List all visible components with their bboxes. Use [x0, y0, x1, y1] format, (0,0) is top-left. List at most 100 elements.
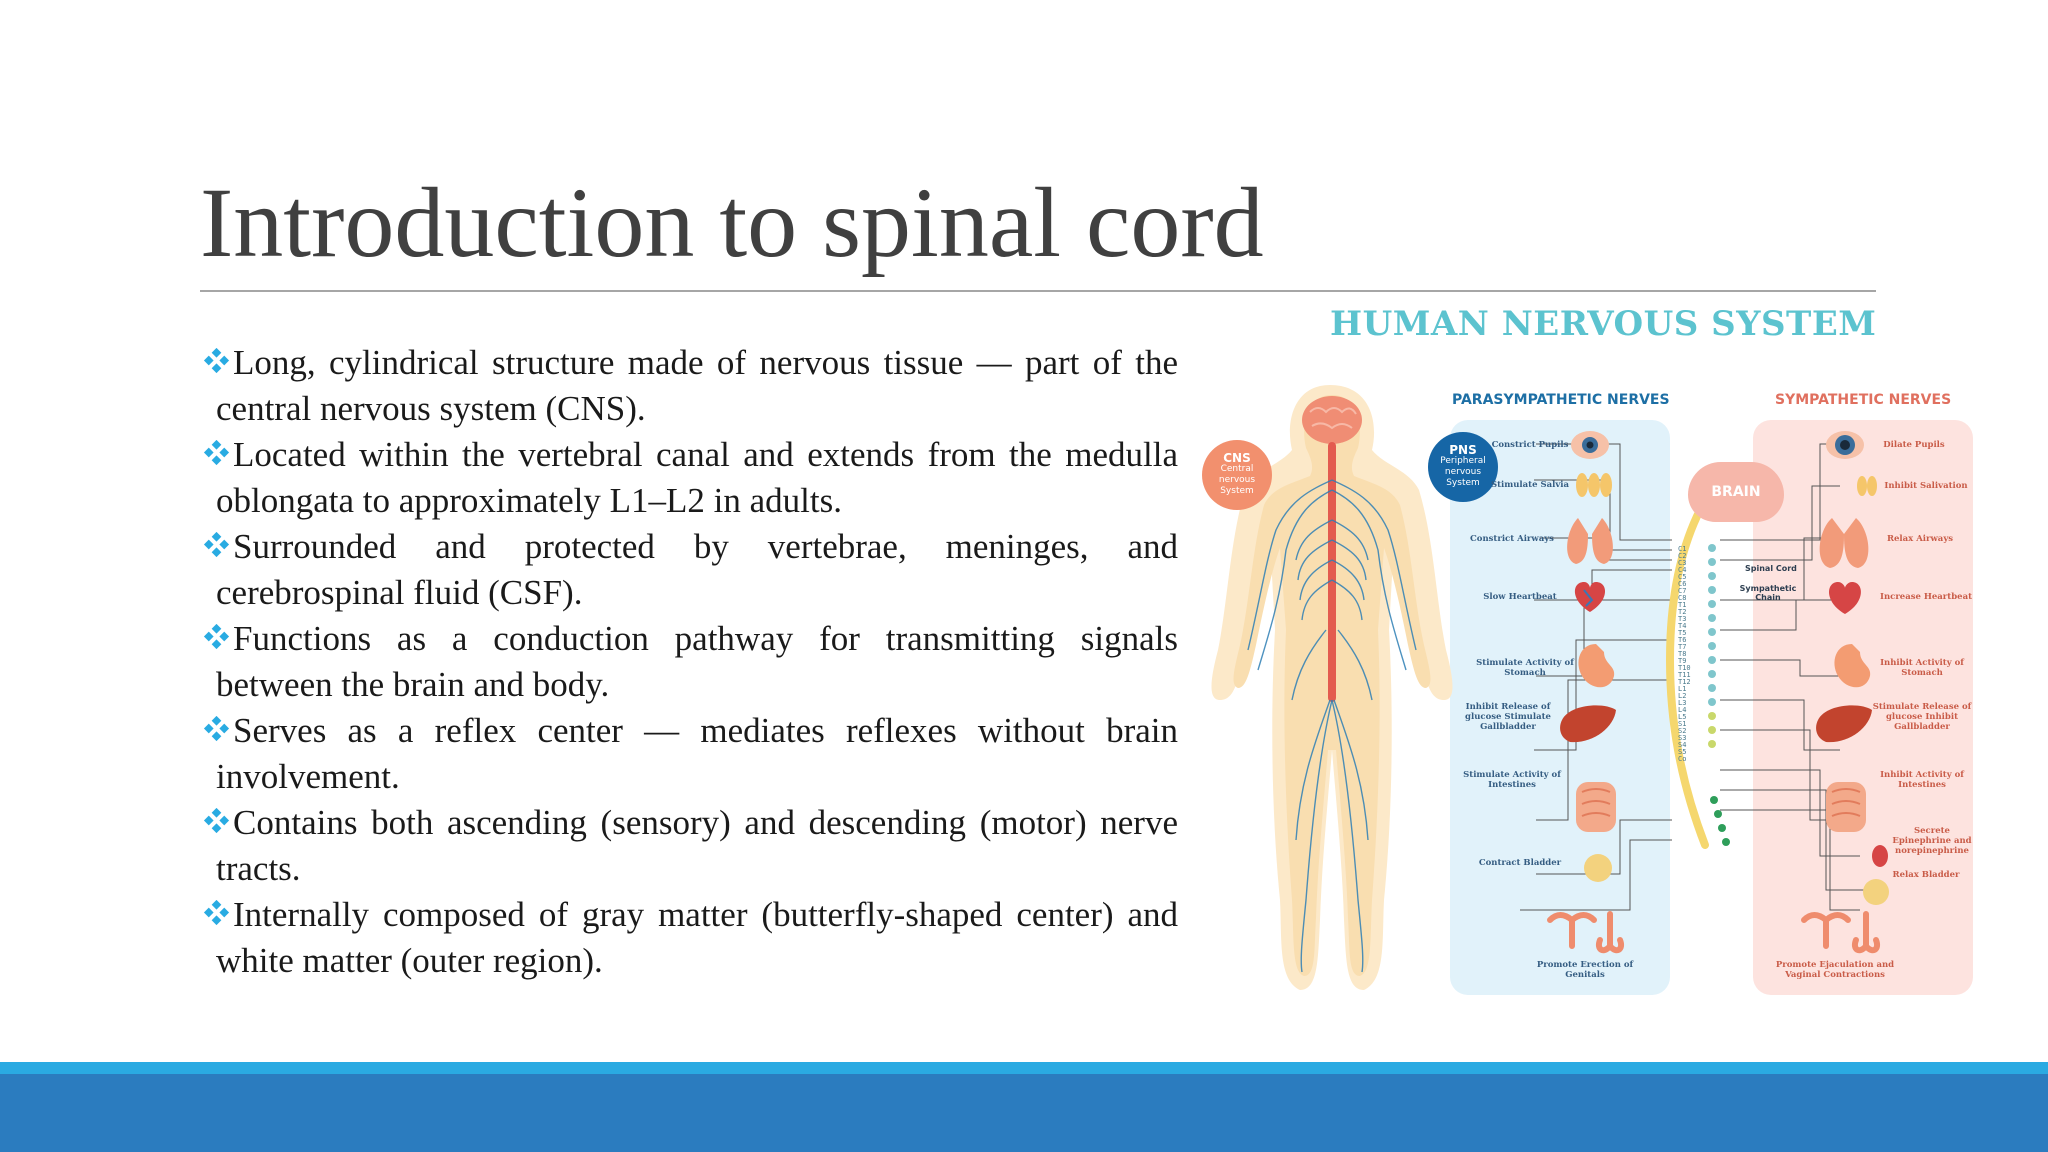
stomach-icon	[1578, 644, 1615, 688]
organ-label: Relax Airways	[1886, 534, 1954, 544]
vertebra-label: S1	[1678, 720, 1687, 728]
pns-line: Peripheral	[1440, 456, 1486, 466]
vertebra-label: C7	[1678, 587, 1687, 595]
organ-label: Contract Bladder	[1478, 858, 1562, 868]
vertebra-label: S5	[1678, 748, 1687, 756]
organ-label: Inhibit Activity of Intestines	[1880, 770, 1964, 790]
vertebra-label: C6	[1678, 580, 1687, 588]
organ-label: Inhibit Activity of Stomach	[1880, 658, 1964, 678]
vertebra-label: T12	[1678, 678, 1691, 686]
vertebra-label: L2	[1678, 692, 1687, 700]
bullet-list: Long, cylindrical structure made of nerv…	[202, 340, 1178, 984]
intestines-icon	[1826, 782, 1866, 832]
organ-label: Stimulate Release of glucose Inhibit Gal…	[1872, 702, 1972, 732]
female-reproductive-icon	[1547, 912, 1597, 949]
spinal-cord-shape	[1328, 442, 1336, 702]
heart-icon	[1829, 582, 1861, 614]
lungs-icon	[1567, 518, 1613, 564]
pns-abbr: PNS	[1449, 443, 1477, 457]
infographic-title: HUMAN NERVOUS SYSTEM	[1330, 304, 1877, 344]
cns-line: Central	[1220, 464, 1254, 474]
vertebra-label: C1	[1678, 545, 1687, 553]
central-spinal-cord	[1665, 506, 1709, 849]
spinal-cord-label: Spinal Cord	[1745, 564, 1797, 573]
sympathetic-heading: SYMPATHETIC NERVES	[1775, 392, 1952, 408]
sympathetic-chain	[1708, 544, 1730, 846]
vertebra-label: C2	[1678, 552, 1687, 560]
organ-label: Slow Heartbeat	[1483, 592, 1557, 602]
nervous-system-infographic: HUMAN NERVOUS SYSTEM PARASYMPATHETIC NER…	[1200, 300, 1980, 1000]
vertebra-label: C3	[1678, 559, 1687, 567]
organ-label: Secrete Epinephrine and norepinephrine	[1892, 826, 1972, 856]
pns-line: nervous	[1444, 467, 1482, 477]
four-diamond-icon	[203, 623, 230, 650]
footer-band-light	[0, 1062, 2048, 1074]
bullet-item: Located within the vertebral canal and e…	[202, 432, 1178, 524]
vertebra-label: T6	[1678, 636, 1687, 644]
brain-shape	[1302, 396, 1362, 444]
organ-label: Dilate Pupils	[1883, 440, 1945, 450]
vertebra-label: L3	[1678, 699, 1687, 707]
nerve-network	[1247, 479, 1417, 973]
bullet-text: Surrounded and protected by vertebrae, m…	[216, 527, 1178, 612]
organ-label: Inhibit Release of glucose Stimulate Gal…	[1465, 702, 1551, 732]
vertebra-label: L5	[1678, 713, 1687, 721]
vertebra-label: L4	[1678, 706, 1687, 714]
liver-icon	[1816, 705, 1872, 743]
bullet-text: Contains both ascending (sensory) and de…	[216, 803, 1178, 888]
vertebra-label: T5	[1678, 629, 1687, 637]
vertebra-label: C5	[1678, 573, 1687, 581]
vertebra-label: T10	[1678, 664, 1691, 672]
organ-label: Relax Bladder	[1892, 870, 1960, 880]
vertebra-label: Co	[1678, 755, 1687, 763]
organ-label: Constrict Airways	[1470, 534, 1554, 544]
organ-label: Stimulate Salvia	[1490, 480, 1570, 490]
bladder-icon	[1863, 879, 1889, 905]
cns-line: System	[1220, 486, 1254, 496]
cns-abbr: CNS	[1223, 451, 1251, 465]
bullet-item: Functions as a conduction pathway for tr…	[202, 616, 1178, 708]
four-diamond-icon	[203, 439, 230, 466]
cns-line: nervous	[1218, 475, 1256, 485]
organ-label: Constrict Pupils	[1491, 440, 1569, 450]
four-diamond-icon	[203, 807, 230, 834]
parasympathetic-heading: PARASYMPATHETIC NERVES	[1452, 392, 1670, 408]
vertebra-label: T4	[1678, 622, 1687, 630]
pns-badge: PNS Peripheral nervous System	[1428, 432, 1498, 502]
slide-title: Introduction to spinal cord	[200, 167, 1264, 278]
cns-badge: CNS Central nervous System	[1202, 440, 1272, 510]
brain-badge: BRAIN	[1688, 462, 1784, 522]
stomach-icon	[1834, 644, 1871, 688]
bullet-item: Long, cylindrical structure made of nerv…	[202, 340, 1178, 432]
vertebra-label: C4	[1678, 566, 1687, 574]
salivary-gland-icon	[1857, 476, 1877, 496]
bullet-item: Internally composed of gray matter (butt…	[202, 892, 1178, 984]
heart-icon	[1574, 582, 1606, 612]
four-diamond-icon	[203, 899, 230, 926]
parasympathetic-panel	[1450, 420, 1670, 995]
vertebra-label: T7	[1678, 643, 1687, 651]
anatomy-illustration	[1211, 385, 1889, 990]
lungs-icon	[1819, 518, 1869, 568]
vertebra-label: T9	[1678, 657, 1687, 665]
bullet-item: Surrounded and protected by vertebrae, m…	[202, 524, 1178, 616]
pns-line: System	[1446, 478, 1480, 488]
organ-label: Inhibit Salivation	[1884, 481, 1968, 491]
vertebra-label: T11	[1678, 671, 1691, 679]
vertebra-label: T3	[1678, 615, 1687, 623]
organ-label: Stimulate Activity of Intestines	[1463, 770, 1561, 790]
salivary-gland-icon	[1576, 473, 1612, 497]
four-diamond-icon	[203, 531, 230, 558]
bullet-text: Serves as a reflex center — mediates ref…	[216, 711, 1178, 796]
organ-label: Increase Heartbeat	[1879, 592, 1972, 602]
footer-band-dark	[0, 1074, 2048, 1152]
intestines-icon	[1576, 782, 1616, 832]
vertebra-label: L1	[1678, 685, 1687, 693]
bullet-text: Functions as a conduction pathway for tr…	[216, 619, 1178, 704]
bullet-text: Located within the vertebral canal and e…	[216, 435, 1178, 520]
male-reproductive-icon	[1596, 911, 1624, 954]
bullet-text: Internally composed of gray matter (butt…	[216, 895, 1178, 980]
organ-label: Promote Ejaculation and Vaginal Contract…	[1775, 960, 1895, 980]
vertebra-label: S2	[1678, 727, 1687, 735]
